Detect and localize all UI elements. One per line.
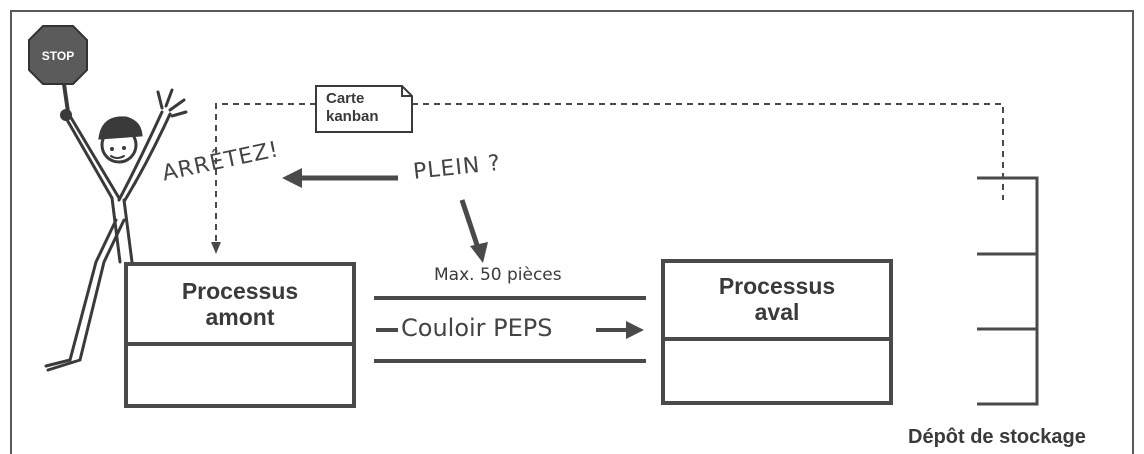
upstream-process-header: Processus amont [128,266,352,346]
storage-shelf-icon [977,178,1037,404]
storage-label: Dépôt de stockage [908,426,1086,449]
kanban-arrowhead [211,242,221,254]
downstream-process-header: Processus aval [665,263,889,341]
upstream-process-box: Processus amont [124,262,356,408]
downstream-process-box: Processus aval [661,259,893,405]
upstream-process-title: Processus amont [182,278,298,330]
stop-sign-icon: STOP [29,26,87,121]
max-capacity-label: Max. 50 pièces [434,265,562,285]
downstream-process-title: Processus aval [719,273,835,325]
check-arrow [462,200,488,263]
kanban-card-label: Carte kanban [326,90,379,126]
feedback-arrow [282,168,398,188]
fifo-lane-label: Couloir PEPS [401,314,553,342]
stop-sign-text: STOP [42,49,74,63]
